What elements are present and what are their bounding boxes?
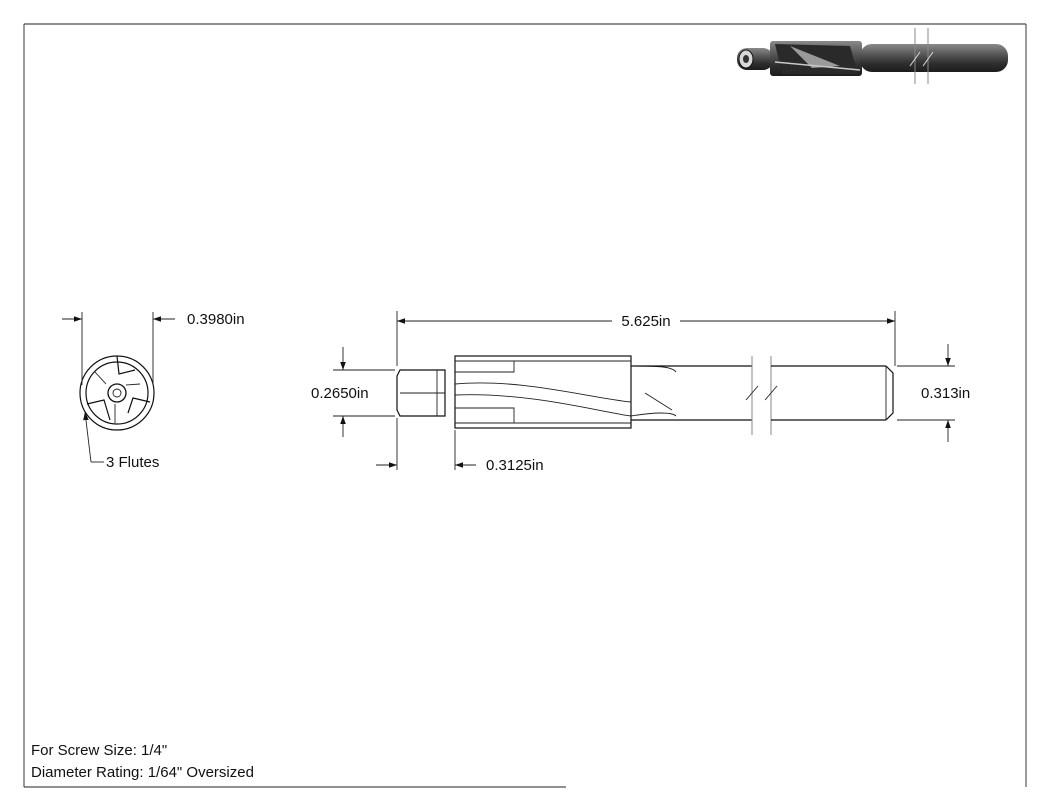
- flutes-callout: 3 Flutes: [106, 454, 159, 471]
- overall-length-dim: 5.625in: [621, 313, 670, 330]
- side-view: [333, 311, 955, 470]
- flute-diameter-dim: 0.3980in: [187, 311, 245, 328]
- screw-size-note: For Screw Size: 1/4": [31, 742, 168, 759]
- sheet-border: [23, 23, 1027, 788]
- shank-diameter-dim: 0.313in: [921, 385, 970, 402]
- pilot-diameter-dim: 0.2650in: [311, 385, 369, 402]
- drawing-notes: For Screw Size: 1/4" Diameter Rating: 1/…: [31, 740, 254, 784]
- pilot-length-dim: 0.3125in: [486, 457, 544, 474]
- diameter-rating-note: Diameter Rating: 1/64" Oversized: [31, 764, 254, 781]
- isometric-view: [737, 28, 1008, 84]
- end-view: [62, 312, 175, 463]
